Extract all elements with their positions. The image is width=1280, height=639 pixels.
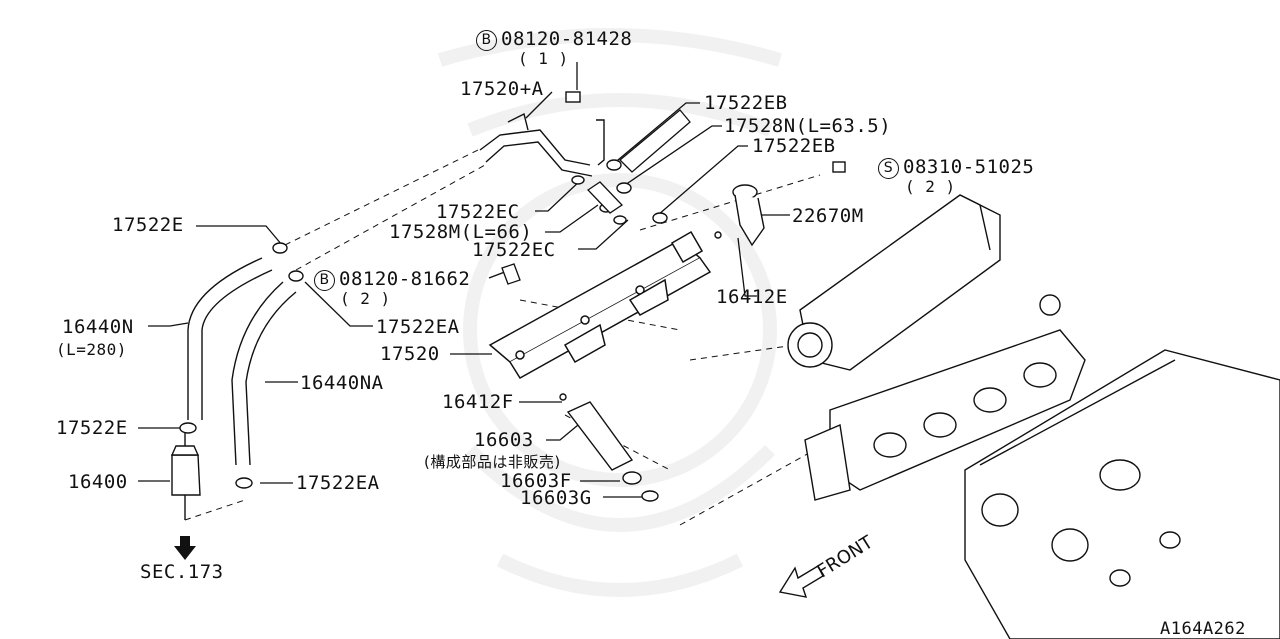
- section-arrow: [174, 536, 196, 560]
- callout-16440n: 16440N: [62, 316, 134, 338]
- bolt-code-2: 08120-81662: [339, 268, 471, 290]
- callout-bolt-qty-2: ( 2 ): [340, 289, 391, 308]
- callout-17522ec-2: 17522EC: [472, 239, 556, 261]
- callout-22670m: 22670M: [792, 205, 864, 227]
- section-reference: SEC.173: [140, 561, 224, 583]
- screw-code: 08310-51025: [903, 156, 1035, 178]
- callout-17522e-top: 17522E: [112, 214, 184, 236]
- injector-16603: [559, 393, 659, 502]
- intake-manifold: [787, 194, 1086, 501]
- diagram-id: A164A262: [1160, 619, 1246, 639]
- cylinder-head: [964, 349, 1280, 639]
- pressure-regulator-22670m: [714, 161, 846, 247]
- callout-17528n: 17528N(L=63.5): [724, 115, 892, 137]
- fuel-filter-16400: [170, 432, 201, 520]
- callout-16440n-length: (L=280): [56, 340, 127, 359]
- callout-17528m: 17528M(L=66): [389, 221, 533, 243]
- bolt-marker-b2: B: [314, 270, 335, 291]
- screw-marker-s: S: [878, 158, 899, 179]
- front-arrow-icon: [778, 565, 824, 598]
- callout-17522eb-2: 17522EB: [752, 135, 836, 157]
- callout-17520a: 17520+A: [460, 78, 544, 100]
- callout-16400: 16400: [68, 471, 128, 493]
- bolt-08120-81662: [501, 263, 521, 285]
- watermark-crest: [438, 28, 782, 597]
- pipe-17520a: [479, 91, 605, 177]
- callout-17520: 17520: [380, 343, 440, 365]
- hose-16440n: [187, 257, 273, 420]
- callout-16603-note: (構成部品は非販売): [424, 453, 561, 471]
- callout-17522ec-1: 17522EC: [436, 201, 520, 223]
- callout-17522ea-bottom: 17522EA: [296, 472, 380, 494]
- callout-16440na: 16440NA: [300, 372, 384, 394]
- callout-16603f: 16603F: [500, 470, 572, 492]
- hose-16440na: [231, 281, 297, 466]
- front-label: FRONT: [814, 531, 878, 582]
- callout-16603: 16603: [474, 429, 534, 451]
- hoses-17528: [586, 109, 691, 214]
- bolt-marker-b: B: [476, 30, 497, 51]
- bolt-code: 08120-81428: [501, 28, 633, 50]
- callout-screw-qty: ( 2 ): [905, 177, 956, 196]
- callout-16412f: 16412F: [442, 391, 514, 413]
- callout-17522e-bottom: 17522E: [56, 417, 128, 439]
- callout-bolt-qty-1: ( 1 ): [518, 49, 569, 68]
- leader-lines: [138, 62, 790, 498]
- callout-16412e: 16412E: [716, 286, 788, 308]
- callout-16603g: 16603G: [520, 487, 592, 509]
- fuel-rail-17520: [488, 230, 712, 380]
- callout-17522eb-1: 17522EB: [704, 92, 788, 114]
- callout-17522ea-top: 17522EA: [376, 316, 460, 338]
